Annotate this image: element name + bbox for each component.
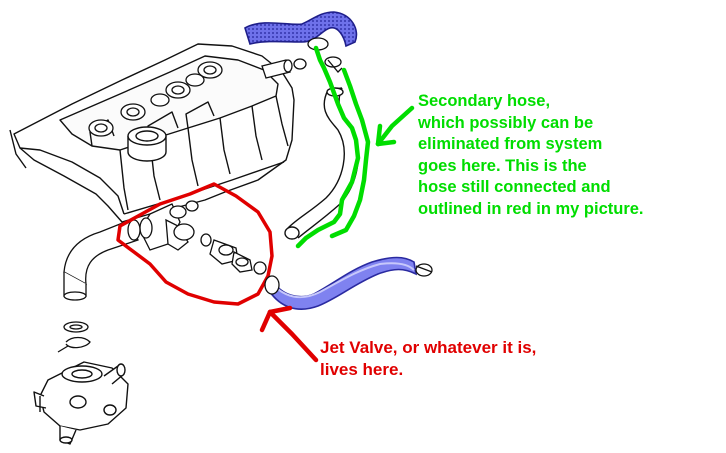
secondary-hose-text-line-2: which possibly can be: [418, 113, 594, 132]
spark-plug-wells: [88, 61, 223, 137]
o-rings-and-clip: [57, 321, 91, 353]
secondary-hose: [284, 87, 359, 240]
cover-breather-nipple: [261, 58, 307, 79]
jet-valve-text-line-1: Jet Valve, or whatever it is,: [320, 338, 537, 357]
secondary-hose-green-outline: [295, 45, 371, 249]
secondary-hose-text-line-5: hose still connected and: [418, 178, 611, 196]
secondary-hose-text-line-4: goes here. This is the: [418, 156, 587, 175]
oil-separator-housing: [33, 361, 129, 445]
upper-breather-hose: [244, 11, 358, 73]
secondary-hose-text-line-6: outlined in red in my picture.: [418, 199, 644, 218]
jet-valve-red-outline: [116, 182, 274, 306]
jet-valve-annotation: Jet Valve, or whatever it is, lives here…: [320, 337, 536, 381]
oil-filler-cap: [127, 126, 167, 162]
secondary-hose-annotation: Secondary hose, which possibly can be el…: [418, 91, 644, 220]
secondary-hose-text-line-1: Secondary hose,: [418, 92, 551, 110]
jet-valve-assembly: [63, 200, 267, 301]
lower-breather-hose: [264, 256, 433, 310]
secondary-hose-text-line-3: eliminated from system: [418, 135, 603, 153]
green-annotation-arrow: [375, 105, 415, 147]
jet-valve-text-line-2: lives here.: [320, 360, 404, 379]
red-annotation-arrow: [259, 305, 319, 363]
